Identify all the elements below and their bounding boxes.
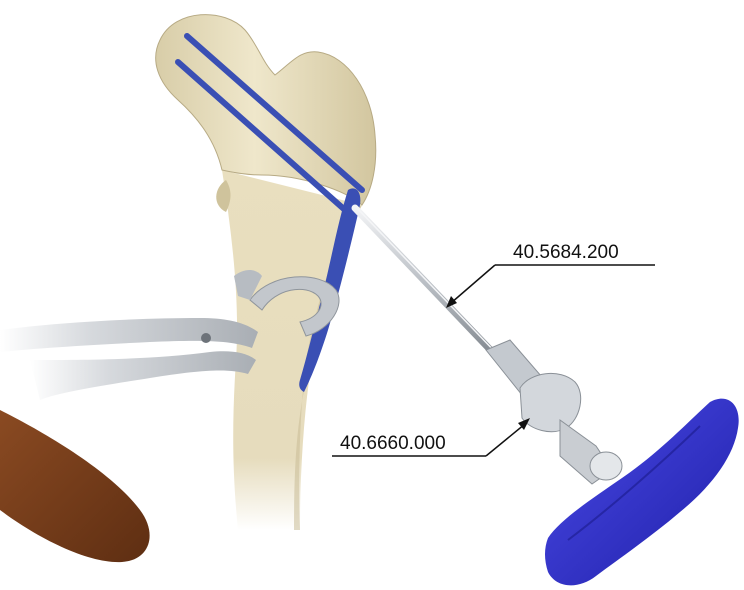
forceps-upper-arm bbox=[0, 318, 258, 352]
t-handle bbox=[545, 399, 739, 586]
instrument-shaft bbox=[355, 208, 500, 360]
callout-2-label: 40.6660.000 bbox=[340, 433, 446, 454]
instrument-sleeve bbox=[520, 373, 581, 431]
wooden-handle bbox=[0, 410, 150, 562]
t-handle-body bbox=[545, 399, 739, 586]
callout-1: 40.5684.200 bbox=[446, 242, 655, 308]
callout-1-leader bbox=[451, 265, 495, 303]
instrument-shaft-highlight bbox=[355, 206, 500, 357]
instrument-ferrule bbox=[590, 452, 622, 480]
forceps-hinge bbox=[201, 333, 211, 343]
callout-2-leader bbox=[486, 424, 525, 456]
callout-2: 40.6660.000 bbox=[332, 418, 530, 456]
callout-1-label: 40.5684.200 bbox=[513, 242, 619, 263]
forceps-lower-arm bbox=[30, 351, 256, 400]
